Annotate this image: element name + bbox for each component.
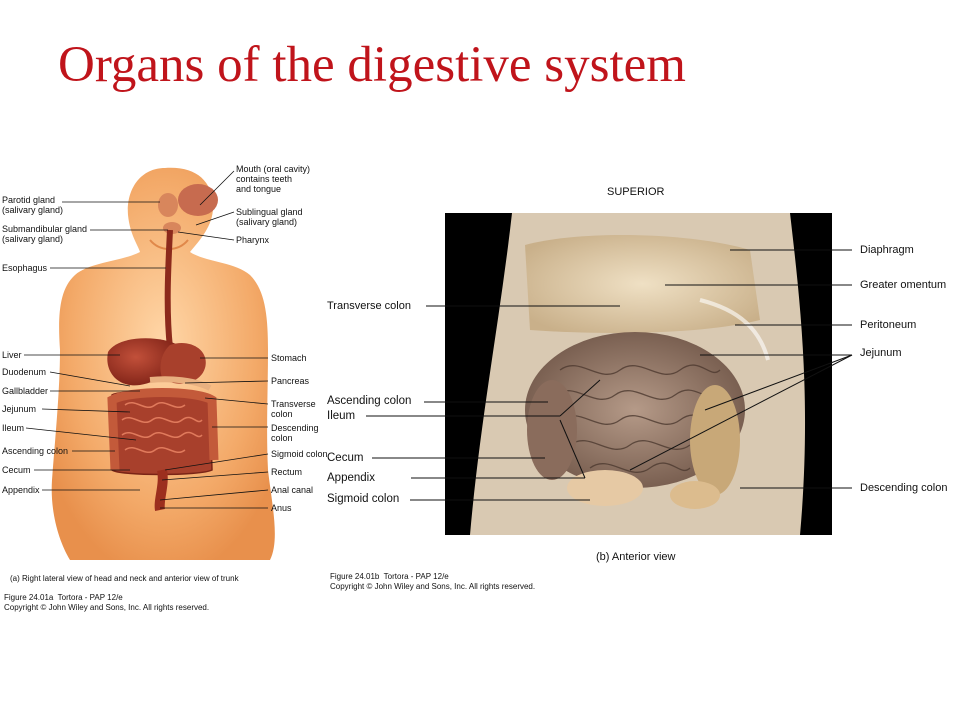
label-diaphragm: Diaphragm bbox=[860, 244, 914, 256]
copyright-a: Copyright © John Wiley and Sons, Inc. Al… bbox=[4, 603, 210, 612]
caption-b: (b) Anterior view bbox=[596, 551, 676, 563]
label-appendix-a: Appendix bbox=[2, 485, 40, 495]
label-transverse-colon-a: Transverse colon bbox=[271, 399, 316, 419]
label-ileum-a: Ileum bbox=[2, 423, 25, 433]
label-jejunum-b: Jejunum bbox=[860, 347, 902, 359]
liver-organ bbox=[107, 338, 179, 386]
label-peritoneum: Peritoneum bbox=[860, 319, 917, 331]
label-submandibular-gland: Submandibular gland (salivary gland) bbox=[2, 224, 88, 244]
label-sigmoid-colon-b: Sigmoid colon bbox=[327, 493, 400, 505]
label-stomach: Stomach bbox=[271, 353, 307, 363]
label-parotid-gland: Parotid gland (salivary gland) bbox=[2, 195, 64, 215]
label-ascending-colon-a: Ascending colon bbox=[2, 446, 69, 456]
stomach-organ bbox=[160, 342, 206, 384]
label-liver: Liver bbox=[2, 350, 22, 360]
caption-a: (a) Right lateral view of head and neck … bbox=[10, 574, 239, 583]
small-intestine-mass bbox=[525, 332, 745, 488]
label-descending-colon-b: Descending colon bbox=[860, 482, 948, 494]
label-cecum-b: Cecum bbox=[327, 452, 364, 464]
label-pancreas: Pancreas bbox=[271, 376, 310, 386]
label-sublingual-gland: Sublingual gland (salivary gland) bbox=[236, 207, 303, 227]
label-jejunum-a: Jejunum bbox=[2, 404, 37, 414]
label-cecum-a: Cecum bbox=[2, 465, 31, 475]
label-pharynx: Pharynx bbox=[236, 235, 270, 245]
label-gallbladder: Gallbladder bbox=[2, 386, 49, 396]
esophagus-organ bbox=[164, 229, 173, 349]
page-title: Organs of the digestive system bbox=[58, 37, 686, 93]
label-mouth: Mouth (oral cavity) contains teeth and t… bbox=[236, 164, 311, 194]
label-sigmoid-colon-a: Sigmoid colon bbox=[271, 449, 328, 459]
label-transverse-colon-b: Transverse colon bbox=[327, 300, 411, 312]
figure-ref-b: Figure 24.01b Tortora - PAP 12/e bbox=[330, 572, 449, 581]
label-descending-colon-a: Descending colon bbox=[271, 423, 319, 443]
label-ascending-colon-b: Ascending colon bbox=[327, 395, 412, 407]
label-anus: Anus bbox=[271, 503, 292, 513]
figure-ref-a: Figure 24.01a Tortora - PAP 12/e bbox=[4, 593, 123, 602]
label-rectum: Rectum bbox=[271, 467, 303, 477]
copyright-b: Copyright © John Wiley and Sons, Inc. Al… bbox=[330, 582, 536, 591]
label-greater-omentum: Greater omentum bbox=[860, 279, 947, 291]
label-ileum-b: Ileum bbox=[327, 410, 356, 422]
label-anal-canal: Anal canal bbox=[271, 485, 314, 495]
label-esophagus: Esophagus bbox=[2, 263, 48, 273]
label-duodenum: Duodenum bbox=[2, 367, 47, 377]
label-appendix-b: Appendix bbox=[327, 472, 375, 484]
rectum-organ bbox=[154, 469, 168, 511]
label-superior: SUPERIOR bbox=[607, 186, 665, 198]
oral-cavity bbox=[178, 184, 218, 216]
